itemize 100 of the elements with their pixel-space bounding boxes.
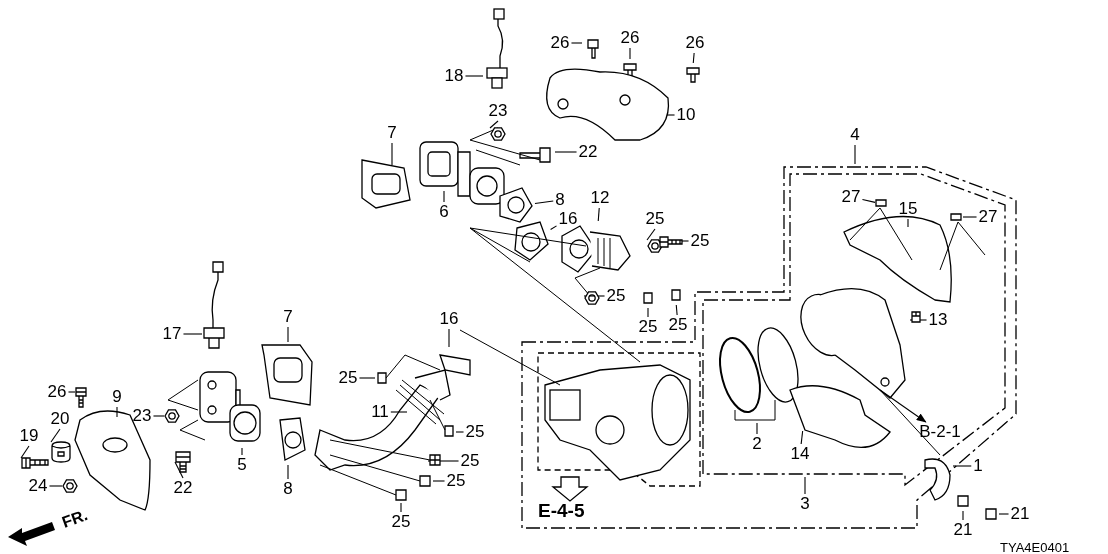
leader-line — [20, 445, 30, 459]
leader-line — [854, 144, 856, 165]
arrow — [879, 389, 927, 423]
nut-drawing — [584, 290, 601, 306]
callout-number: 9 — [111, 388, 123, 406]
callout-number: 2 — [751, 435, 763, 453]
callout-number: 21 — [952, 521, 974, 539]
callout-number: 27 — [840, 188, 862, 206]
leader-line — [998, 513, 1010, 515]
leader-line — [455, 431, 465, 433]
leader-line — [550, 225, 558, 230]
leader-line — [534, 200, 554, 205]
callout-number: 25 — [390, 513, 412, 531]
leader-line — [67, 391, 76, 393]
leader-line — [432, 480, 446, 482]
leader-line — [570, 42, 583, 44]
leader-line — [583, 295, 606, 297]
callout-number: 5 — [236, 456, 248, 474]
leader-line — [448, 328, 450, 348]
leader-line — [962, 510, 964, 521]
callout-number: 4 — [849, 126, 861, 144]
bolt-drawing — [659, 236, 683, 248]
callout-number: 26 — [46, 383, 68, 401]
leader-line — [427, 460, 460, 462]
leader-line — [907, 218, 909, 228]
callout-number: 7 — [386, 124, 398, 142]
callout-number: 26 — [619, 29, 641, 47]
leader-line — [48, 485, 63, 487]
callout-number: 25 — [667, 316, 689, 334]
leader-line — [464, 75, 484, 77]
callout-number: 25 — [605, 287, 627, 305]
callout-number: 10 — [675, 106, 697, 124]
leader-line — [287, 464, 289, 480]
leader-line — [597, 207, 600, 222]
leader-line — [952, 465, 972, 467]
leader-line — [800, 430, 804, 445]
direction-label: FR. — [59, 506, 91, 532]
callout-number: 8 — [282, 480, 294, 498]
bolt-drawing — [75, 387, 87, 408]
callout-number: 16 — [438, 310, 460, 328]
callout-number: 26 — [684, 34, 706, 52]
callout-number: 12 — [589, 189, 611, 207]
reference-label: B-2-1 — [918, 423, 962, 441]
leader-line — [554, 151, 578, 153]
leader-line — [443, 190, 445, 203]
oxygen-sensor-drawing — [202, 261, 226, 350]
bolt-drawing — [175, 451, 191, 473]
clip-drawing — [910, 310, 922, 324]
leader-line — [241, 447, 243, 456]
leader-line — [962, 216, 978, 218]
leader-line — [390, 411, 408, 413]
callout-number: 1 — [972, 457, 984, 475]
callout-number: 20 — [49, 410, 71, 428]
leader-line — [646, 228, 656, 241]
leader-line — [358, 377, 376, 379]
callout-number: 14 — [789, 445, 811, 463]
leader-line — [629, 47, 631, 60]
callout-number: 11 — [370, 403, 390, 421]
leader-line — [675, 304, 678, 316]
callout-number: 21 — [1009, 505, 1031, 523]
callout-number: 19 — [18, 427, 40, 445]
drawing-number: TYA4E0401 — [1000, 540, 1070, 554]
leader-line — [804, 476, 806, 495]
nut-drawing — [62, 478, 79, 494]
callout-number: 22 — [577, 143, 599, 161]
callout-number: 24 — [27, 477, 49, 495]
callout-number: 27 — [977, 208, 999, 226]
callout-number: 13 — [927, 311, 949, 329]
leader-line — [489, 120, 499, 129]
callout-number: 6 — [438, 203, 450, 221]
callout-number: 23 — [487, 102, 509, 120]
leader-line — [647, 307, 649, 318]
callout-number: 16 — [557, 210, 579, 228]
callout-number: 7 — [282, 308, 294, 326]
leader-line — [692, 52, 695, 64]
callout-number: 3 — [799, 495, 811, 513]
leader-line — [391, 142, 393, 166]
callout-number: 22 — [172, 479, 194, 497]
callout-number: 25 — [337, 369, 359, 387]
nut-drawing — [490, 126, 507, 142]
callout-number: 25 — [445, 472, 467, 490]
callout-number: 25 — [459, 452, 481, 470]
callout-number: 23 — [131, 407, 153, 425]
leader-line — [50, 428, 61, 443]
bushing-drawing — [51, 441, 71, 463]
callout-number: 17 — [161, 325, 183, 343]
leader-line — [861, 199, 876, 203]
reference-label: E-4-5 — [538, 500, 585, 522]
callout-number: 25 — [464, 423, 486, 441]
nut-drawing — [164, 408, 181, 424]
callout-number: 25 — [637, 318, 659, 336]
leader-line — [152, 415, 165, 417]
leader-line — [400, 502, 402, 513]
leader-line — [182, 333, 203, 335]
callout-number: 25 — [644, 210, 666, 228]
callout-number: 8 — [554, 191, 566, 209]
callout-number: 26 — [549, 34, 571, 52]
callout-number: 25 — [689, 232, 711, 250]
callout-number: 18 — [443, 67, 465, 85]
leader-line — [756, 422, 758, 435]
